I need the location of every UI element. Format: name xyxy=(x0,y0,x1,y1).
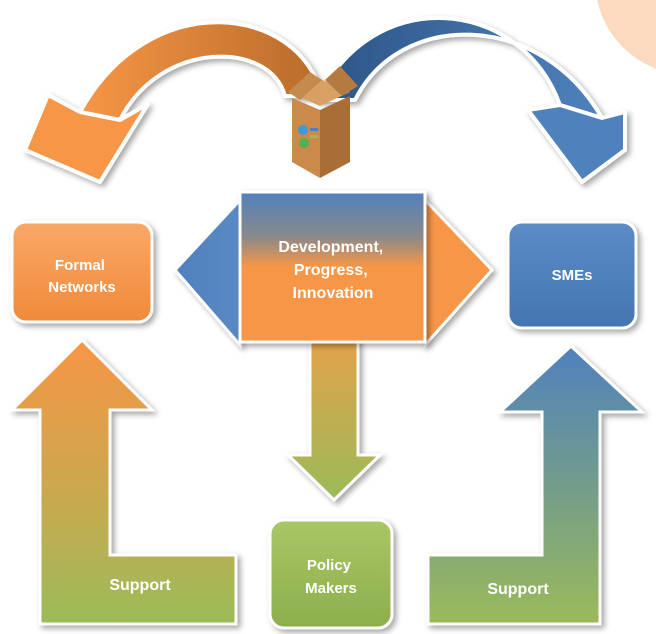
decorative-circle xyxy=(597,0,656,69)
center-box xyxy=(238,190,427,344)
formal-networks-line1: Formal xyxy=(55,257,105,274)
cardboard-box-icon xyxy=(288,66,358,178)
svg-text:Policy Makers: Policy Makers xyxy=(305,557,357,597)
policy-makers-line1: Policy xyxy=(307,557,352,574)
smes-box xyxy=(506,220,638,330)
policy-makers-box xyxy=(268,518,394,630)
smes-label: SMEs xyxy=(552,267,593,284)
center-label-line2: Progress, xyxy=(294,262,368,279)
svg-text:Development, Progress,: Development, Progress, Innovation xyxy=(278,239,387,302)
center-arrow-right xyxy=(423,196,495,349)
policy-makers-line2: Makers xyxy=(305,580,357,597)
formal-networks-box xyxy=(10,220,154,324)
center-arrow-left xyxy=(172,196,242,350)
support-label-right: Support xyxy=(487,581,549,598)
svg-text:Formal Networks: Formal Networks xyxy=(48,257,116,296)
support-arrow-right xyxy=(426,343,646,626)
arch-arrow-right xyxy=(316,16,627,184)
formal-networks-line2: Networks xyxy=(48,279,116,296)
center-label-line3: Innovation xyxy=(293,285,374,302)
center-label-line1: Development, xyxy=(278,239,383,256)
arch-arrow-left xyxy=(23,20,324,184)
support-arrow-left xyxy=(8,337,238,626)
center-arrow-down xyxy=(284,336,384,503)
support-label-left: Support xyxy=(109,577,171,594)
